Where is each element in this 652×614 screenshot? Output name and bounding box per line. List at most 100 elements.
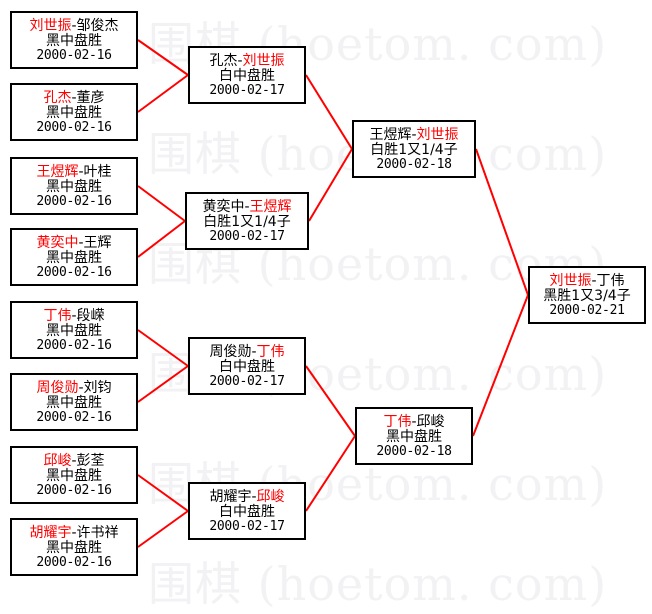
match-date: 2000-02-18: [376, 443, 452, 459]
winner-name: 王煜辉: [36, 163, 79, 180]
connector-r1m4-to-r2m2: [137, 220, 186, 258]
loser-name: 孔杰: [209, 52, 238, 69]
match-date: 2000-02-18: [376, 156, 452, 172]
winner-name: 邱峻: [256, 488, 285, 505]
winner-name: 丁伟: [383, 413, 412, 430]
loser-name: 董彦: [76, 89, 105, 106]
winner-name: 丁伟: [43, 307, 72, 324]
match-date: 2000-02-17: [209, 82, 285, 98]
winner-name: 邱峻: [43, 452, 72, 469]
connector-r2m3-to-sfm2: [305, 365, 356, 437]
loser-name: 彭荃: [76, 452, 105, 469]
connector-r1m2-to-r2m1: [137, 74, 189, 113]
match-result: 黑胜1又3/4子: [543, 287, 631, 304]
name-separator: -: [71, 452, 77, 469]
match-date: 2000-02-16: [36, 119, 112, 135]
match-players: 丁伟-邱峻: [383, 415, 444, 430]
name-separator: -: [78, 379, 84, 396]
connector-sfm2-to-fm1: [472, 294, 529, 437]
match-result: 黑中盘胜: [46, 32, 102, 49]
match-date: 2000-02-17: [209, 518, 285, 534]
connector-r1m1-to-r2m1: [137, 39, 189, 76]
match-players: 胡耀宇-邱峻: [209, 490, 284, 505]
winner-name: 周俊勋: [36, 379, 79, 396]
match-players: 刘世振-邹俊杰: [29, 19, 118, 34]
match-result: 黑中盘胜: [46, 322, 102, 339]
name-separator: -: [251, 343, 257, 360]
loser-name: 许书祥: [76, 524, 119, 541]
loser-name: 王辉: [83, 234, 112, 251]
match-result: 白中盘胜: [219, 503, 275, 520]
match-result: 白中盘胜: [219, 67, 275, 84]
name-separator: -: [591, 272, 597, 289]
match-players: 丁伟-段嵘: [43, 309, 104, 324]
connector-r2m4-to-sfm2: [305, 435, 356, 512]
match-date: 2000-02-16: [36, 482, 112, 498]
match-date: 2000-02-16: [36, 193, 112, 209]
match-players: 黄奕中-王辉: [36, 236, 111, 251]
match-result: 黑中盘胜: [46, 467, 102, 484]
match-result: 白胜1又1/4子: [370, 141, 458, 158]
name-separator: -: [78, 234, 84, 251]
winner-name: 王煜辉: [249, 198, 292, 215]
match-players: 孔杰-董彦: [43, 91, 104, 106]
name-separator: -: [251, 488, 257, 505]
match-date: 2000-02-16: [36, 47, 112, 63]
match-date: 2000-02-16: [36, 409, 112, 425]
match-result: 黑中盘胜: [46, 539, 102, 556]
loser-name: 邱峻: [416, 413, 445, 430]
loser-name: 胡耀宇: [209, 488, 252, 505]
match-result: 黑中盘胜: [46, 394, 102, 411]
name-separator: -: [71, 524, 77, 541]
connector-r1m6-to-r2m3: [137, 365, 189, 403]
loser-name: 王煜辉: [369, 126, 412, 143]
watermark-text: 围棋 (hoetom. com): [148, 557, 608, 611]
tournament-bracket: 围棋 (hoetom. com) 围棋 (hoetom. com) 围棋 (ho…: [10, 11, 646, 611]
match-result: 黑中盘胜: [46, 104, 102, 121]
name-separator: -: [71, 307, 77, 324]
winner-name: 刘世振: [549, 272, 592, 289]
loser-name: 段嵘: [76, 307, 105, 324]
loser-name: 黄奕中: [202, 198, 245, 215]
connector-r1m7-to-r2m4: [137, 474, 189, 512]
loser-name: 刘钧: [83, 379, 112, 396]
match-players: 胡耀宇-许书祥: [29, 526, 118, 541]
loser-name: 邹俊杰: [76, 17, 119, 34]
connector-r1m3-to-r2m2: [137, 185, 186, 222]
connector-r2m1-to-sfm1: [305, 74, 353, 150]
winner-name: 黄奕中: [36, 234, 79, 251]
connector-sfm1-to-fm1: [475, 148, 529, 296]
match-date: 2000-02-16: [36, 264, 112, 280]
match-date: 2000-02-21: [549, 302, 625, 318]
winner-name: 孔杰: [43, 89, 72, 106]
winner-name: 刘世振: [29, 17, 72, 34]
match-date: 2000-02-16: [36, 554, 112, 570]
match-result: 黑中盘胜: [386, 428, 442, 445]
match-players: 邱峻-彭荃: [43, 454, 104, 469]
loser-name: 叶桂: [83, 163, 112, 180]
name-separator: -: [411, 126, 417, 143]
connector-r1m5-to-r2m3: [137, 329, 189, 367]
name-separator: -: [237, 52, 243, 69]
connector-r2m2-to-sfm1: [308, 148, 353, 222]
match-date: 2000-02-17: [209, 373, 285, 389]
match-result: 白胜1又1/4子: [203, 213, 291, 230]
match-result: 白中盘胜: [219, 358, 275, 375]
match-result: 黑中盘胜: [46, 249, 102, 266]
winner-name: 胡耀宇: [29, 524, 72, 541]
